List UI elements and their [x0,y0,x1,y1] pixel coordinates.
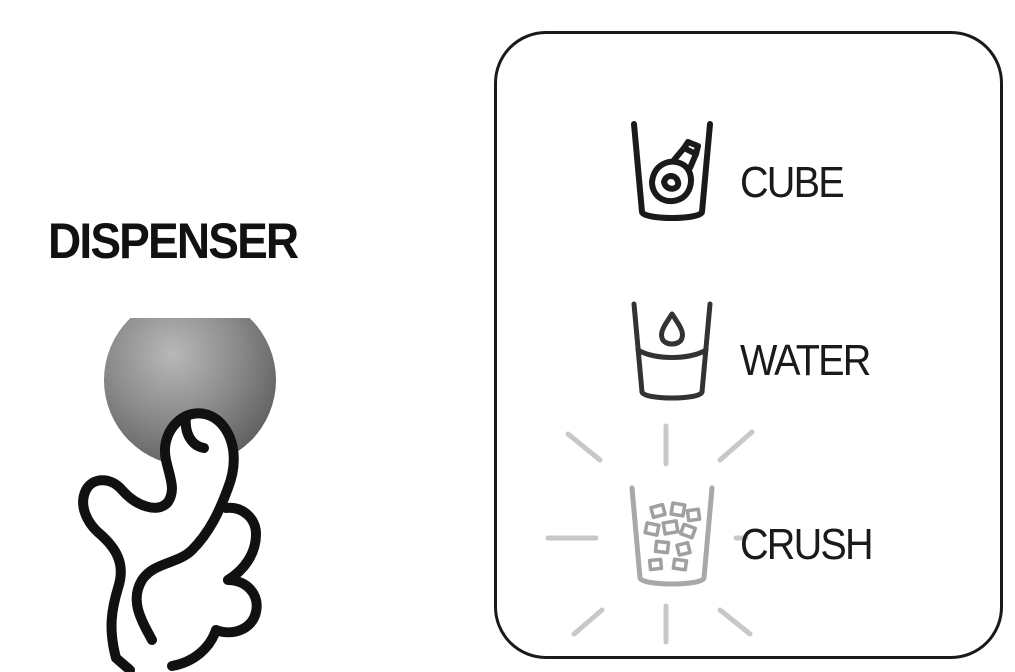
crushed-ice-cup-icon[interactable] [622,484,722,590]
ice-cube-cup-icon[interactable] [624,120,720,224]
water-label[interactable]: WATER [740,336,870,386]
crush-label[interactable]: CRUSH [740,520,872,570]
hand-icon [83,413,257,670]
dispenser-label: DISPENSER [48,212,297,270]
dispenser-button[interactable] [60,318,300,672]
cube-label[interactable]: CUBE [740,158,843,208]
water-cup-icon[interactable] [624,300,720,404]
